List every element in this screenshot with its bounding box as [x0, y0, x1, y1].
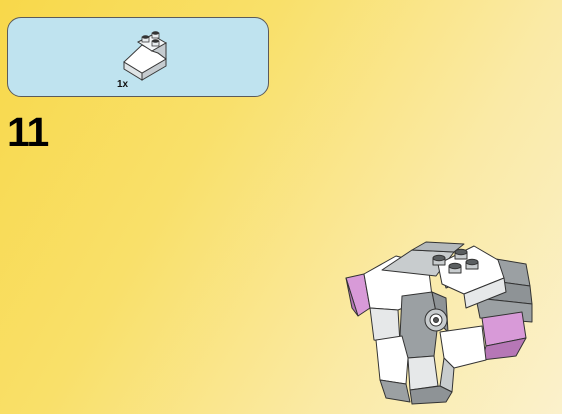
part-quantity: 1x: [117, 79, 129, 90]
parts-callout: 1x: [7, 17, 269, 97]
step-number: 11: [7, 109, 49, 155]
model-assembly-illustration: [345, 241, 533, 405]
slope-brick-icon: [123, 31, 168, 81]
